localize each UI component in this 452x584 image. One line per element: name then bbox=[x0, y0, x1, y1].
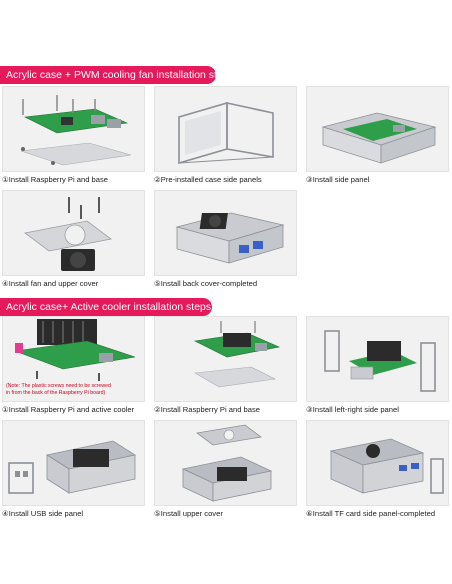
section1-banner: Acrylic case + PWM cooling fan installat… bbox=[0, 66, 234, 84]
step-caption: ⑤Install back cover-completed bbox=[154, 279, 258, 288]
step-image bbox=[306, 420, 449, 506]
step-image bbox=[154, 190, 297, 276]
step-caption: ⑥Install TF card side panel-completed bbox=[306, 509, 436, 518]
step-image bbox=[154, 316, 297, 402]
completed-case-illustration bbox=[175, 212, 285, 264]
side-panel-installed-illustration bbox=[321, 112, 437, 164]
tf-panel-completed-illustration bbox=[329, 438, 444, 494]
rpi-active-cooler-illustration bbox=[14, 319, 136, 381]
step-image bbox=[2, 420, 145, 506]
step-caption: ①Install Raspberry Pi and active cooler bbox=[2, 405, 135, 414]
screw-note-line1: (Note: The plastic screws need to be scr… bbox=[6, 383, 111, 389]
upper-cover-illustration bbox=[181, 424, 273, 502]
left-right-panel-illustration bbox=[324, 330, 436, 392]
step-image bbox=[154, 86, 297, 172]
step-caption: ⑤Install upper cover bbox=[154, 509, 223, 518]
step-caption: ②Install Raspberry Pi and base bbox=[154, 405, 261, 414]
step-image bbox=[2, 86, 145, 172]
step-caption: ④Install fan and upper cover bbox=[2, 279, 99, 288]
side-panels-illustration bbox=[178, 101, 274, 165]
step-caption: ②Pre-installed case side panels bbox=[154, 175, 262, 184]
step-image bbox=[2, 190, 145, 276]
step-image bbox=[154, 420, 297, 506]
step-caption: ①Install Raspberry Pi and base bbox=[2, 175, 109, 184]
screw-note-line2: in from the back of the Raspberry Pi boa… bbox=[6, 390, 106, 396]
step-image bbox=[306, 86, 449, 172]
step-caption: ④Install USB side panel bbox=[2, 509, 84, 518]
step-image bbox=[306, 316, 449, 402]
usb-panel-illustration bbox=[8, 440, 137, 494]
step-caption: ③Install side panel bbox=[306, 175, 370, 184]
fan-cover-illustration bbox=[24, 197, 112, 271]
section2-banner: Acrylic case+ Active cooler installation… bbox=[0, 298, 212, 316]
rpi-base-cooler-illustration bbox=[194, 321, 281, 388]
rpi-base-illustration bbox=[20, 95, 132, 166]
step-caption: ③Install left-right side panel bbox=[306, 405, 399, 414]
step-image: (Note: The plastic screws need to be scr… bbox=[2, 316, 145, 402]
